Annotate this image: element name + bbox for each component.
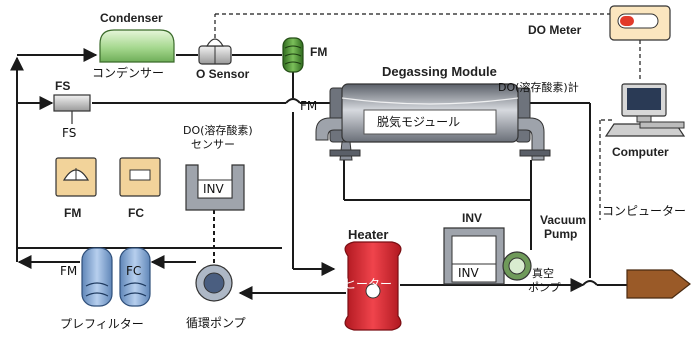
prefilter-fm <box>81 247 113 307</box>
do-sensor-label-line1: DO(溶存酸素) <box>183 124 253 137</box>
computer-device <box>604 83 686 137</box>
prefilter-fm-label: FM <box>60 264 78 278</box>
computer-label-en: Computer <box>612 145 669 159</box>
circulation-pump <box>195 264 233 302</box>
prefilter-fc <box>119 247 151 307</box>
do-meter-device <box>609 5 671 41</box>
signal-lines <box>214 13 641 220</box>
do-sensor-label-line2: センサー <box>191 138 235 151</box>
heater <box>344 241 402 331</box>
prefilter-label: プレフィルター <box>60 317 144 331</box>
o-sensor <box>198 38 232 65</box>
degassing-module <box>315 83 551 161</box>
fs-label-below: FS <box>62 126 77 140</box>
degassing-module-label-jp: 脱気モジュール <box>377 115 461 129</box>
prefilter-fc-label: FC <box>126 264 142 278</box>
vacuum-pump-label-en-1: Vacuum <box>540 213 587 227</box>
vacuum-pump-label-jp-1: 真空 <box>532 267 554 280</box>
vacuum-pump <box>502 251 532 281</box>
vacuum-pump-label-en-2: Pump <box>544 227 578 241</box>
fm-module-label: FM <box>300 99 318 113</box>
o-sensor-label: O Sensor <box>196 67 250 81</box>
degassing-module-label-en: Degassing Module <box>382 64 497 79</box>
flow-switch <box>53 94 91 124</box>
condenser-label-en: Condenser <box>100 11 163 25</box>
inv-right-box <box>443 227 505 285</box>
inv-left-box <box>185 164 245 211</box>
fm-box <box>55 157 97 197</box>
computer-label-jp: コンピューター <box>602 204 687 218</box>
pipe-network <box>10 48 627 300</box>
fm-box-label: FM <box>64 206 82 220</box>
heater-label-jp: ヒーター <box>344 277 393 291</box>
fc-box-label: FC <box>128 206 144 220</box>
inv-right-label: INV <box>458 266 479 280</box>
fc-box <box>119 157 161 197</box>
condenser-label-jp: コンデンサー <box>92 66 165 80</box>
do-meter-jp-label: DO(溶存酸素)計 <box>498 81 579 94</box>
do-meter-label-en: DO Meter <box>528 23 582 37</box>
flow-meter-top <box>282 37 304 73</box>
heater-label-en: Heater <box>348 227 389 242</box>
fm-top-label: FM <box>310 45 328 59</box>
inv-left-label: INV <box>203 182 224 196</box>
circulation-pump-label: 循環ポンプ <box>186 316 246 330</box>
vacuum-pump-label-jp-2: ポンプ <box>528 281 561 294</box>
inv-right-title: INV <box>462 211 483 225</box>
do-probe <box>626 269 691 299</box>
condenser <box>99 29 175 63</box>
fs-label-top: FS <box>55 79 71 93</box>
